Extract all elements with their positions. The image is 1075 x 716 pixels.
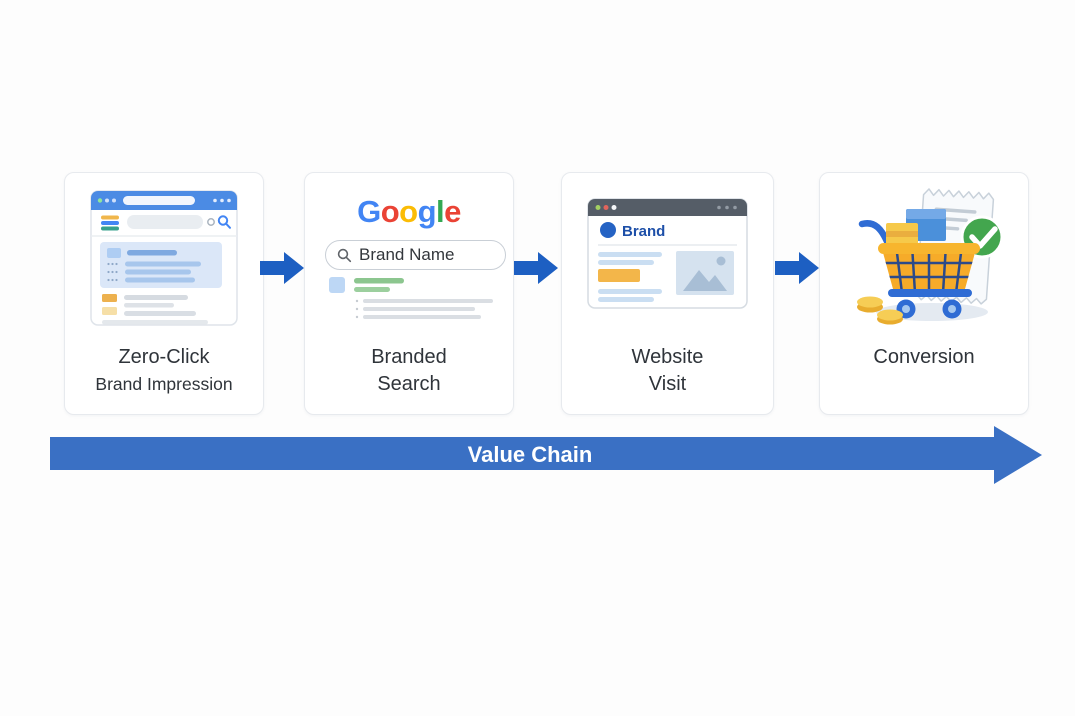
organic-results <box>102 294 208 325</box>
step-label: Website <box>631 346 704 368</box>
search-icon <box>337 248 352 262</box>
brand-name-text: Brand <box>622 223 665 240</box>
step-labels: Zero-Click Brand Impression <box>65 344 263 397</box>
value-chain-arrow: Value Chain <box>50 426 1042 484</box>
step-label: Conversion <box>873 346 975 368</box>
step-labels: Conversion <box>820 344 1028 371</box>
step-card-branded-search: Google Brand Name Branded Search <box>304 172 514 415</box>
step-sublabel: Search <box>377 373 441 395</box>
brand-logo-icon <box>600 222 616 238</box>
search-engine-logo-icon <box>101 215 119 231</box>
step-card-zero-click: Zero-Click Brand Impression <box>64 172 264 415</box>
shopping-cart-icon <box>858 209 980 319</box>
address-bar <box>123 196 195 205</box>
step-sublabel: Brand Impression <box>95 374 233 394</box>
arrow-right-icon <box>775 252 819 284</box>
serp-browser-illustration <box>90 190 238 326</box>
value-chain-arrow-shape <box>50 426 1042 484</box>
google-logo: Google <box>357 194 461 229</box>
image-placeholder-icon <box>676 251 734 295</box>
step-labels: Website Visit <box>562 344 773 397</box>
search-query-text: Brand Name <box>359 245 455 264</box>
step-card-website-visit: Brand Website Visit <box>561 172 774 415</box>
brand-website-illustration: Brand <box>587 198 748 309</box>
cta-button <box>598 269 640 282</box>
step-labels: Branded Search <box>305 344 513 397</box>
featured-snippet <box>100 242 222 288</box>
mic-icon <box>207 218 215 226</box>
step-card-conversion: $ <box>819 172 1029 415</box>
search-icon <box>217 215 231 229</box>
google-search-box: Brand Name <box>325 240 506 270</box>
browser-titlebar <box>588 199 747 216</box>
arrow-right-icon <box>260 252 304 284</box>
step-sublabel: Visit <box>648 373 687 395</box>
coins-icon <box>857 296 903 325</box>
arrow-right-icon <box>514 252 558 284</box>
checkout-cart-illustration: $ <box>857 188 1004 325</box>
step-label: Branded <box>371 346 447 368</box>
search-field <box>127 215 203 229</box>
search-results-illustration <box>329 277 493 319</box>
step-label: Zero-Click <box>118 346 210 368</box>
value-chain-label: Value Chain <box>467 442 593 467</box>
